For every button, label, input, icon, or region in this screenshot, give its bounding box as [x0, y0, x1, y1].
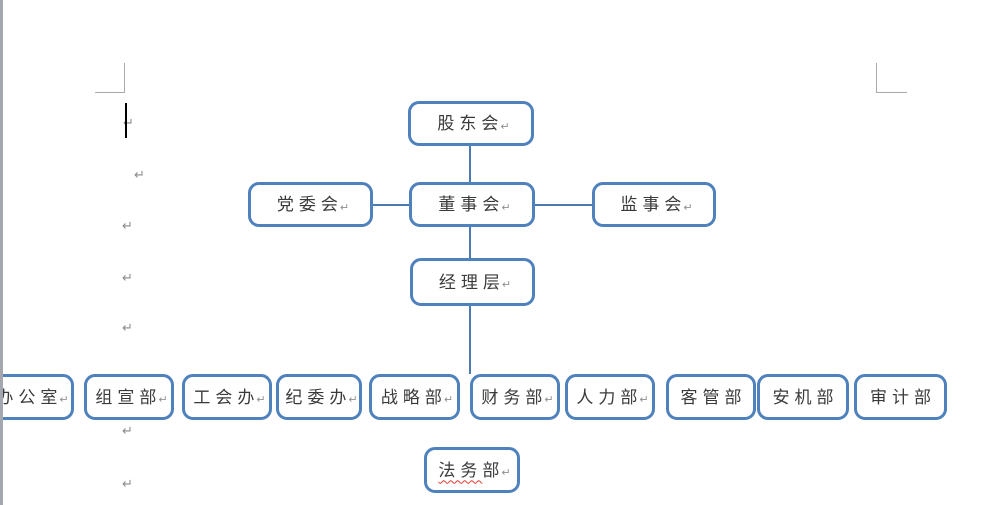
return-mark-icon: ↵ [501, 466, 511, 479]
org-node-label: 安机部 [772, 387, 839, 407]
return-mark-icon: ↵ [501, 278, 512, 291]
connector-management-to-depts [469, 305, 471, 374]
paragraph-mark-icon: ↵ [122, 477, 133, 492]
org-node-finance[interactable]: 财务部↵ [470, 374, 560, 420]
org-node-label: 经理层 [438, 272, 505, 292]
connector-shareholders-to-board [469, 146, 471, 183]
org-node-label: 办公室 [0, 387, 63, 407]
org-node-audit[interactable]: 审计部 [854, 374, 947, 420]
org-node-label: 法务部 [438, 460, 505, 480]
org-node-legal[interactable]: 法务部↵ [424, 447, 520, 493]
return-mark-icon: ↵ [683, 200, 693, 214]
spellcheck-squiggle: 法务 [438, 460, 483, 480]
org-node-label: 纪委办 [285, 387, 352, 407]
paragraph-mark-icon: ↵ [123, 116, 134, 131]
return-mark-icon: ↵ [256, 393, 266, 406]
return-mark-icon: ↵ [443, 393, 454, 406]
org-node-label: 审计部 [870, 387, 936, 407]
return-mark-icon: ↵ [501, 200, 511, 214]
text-cursor [125, 103, 127, 138]
text-margin-crop-mark-top-left [124, 63, 125, 93]
paragraph-mark-icon: ↵ [134, 168, 145, 183]
org-node-label: 工会办 [193, 387, 260, 407]
org-node-discipline-office[interactable]: 纪委办↵ [276, 374, 362, 420]
org-node-label: 股东会 [437, 114, 504, 133]
org-node-label: 客管部 [680, 387, 747, 407]
org-node-hr[interactable]: 人力部↵ [565, 374, 655, 420]
org-node-label: 组宣部 [95, 387, 162, 407]
paragraph-mark-icon: ↵ [122, 424, 133, 439]
connector-board-to-supervisory [535, 204, 593, 206]
connector-board-to-management [469, 227, 471, 259]
text-margin-crop-mark-top-right [876, 92, 907, 93]
org-node-label: 监事会 [620, 195, 687, 214]
org-node-label: 财务部 [481, 387, 548, 407]
org-node-management[interactable]: 经理层↵ [410, 258, 535, 306]
org-node-org-publicity[interactable]: 组宣部↵ [84, 374, 174, 420]
org-node-security-machinery[interactable]: 安机部 [757, 374, 849, 420]
return-mark-icon: ↵ [500, 119, 510, 133]
text-margin-crop-mark-top-right [876, 63, 877, 93]
org-node-label: 董事会 [438, 195, 505, 214]
org-node-label: 党委会 [276, 195, 343, 214]
org-node-supervisory-board[interactable]: 监事会↵ [592, 182, 716, 227]
return-mark-icon: ↵ [339, 200, 350, 214]
org-node-union-office[interactable]: 工会办↵ [182, 374, 272, 420]
org-node-shareholders[interactable]: 股东会↵ [408, 101, 534, 146]
org-node-label: 人力部 [576, 387, 643, 407]
paragraph-mark-icon: ↵ [122, 271, 133, 286]
org-node-strategy[interactable]: 战略部↵ [369, 374, 460, 420]
page-left-edge [0, 0, 3, 505]
return-mark-icon: ↵ [348, 393, 358, 406]
paragraph-mark-icon: ↵ [122, 321, 133, 336]
org-node-customer-mgmt[interactable]: 客管部 [666, 374, 756, 420]
org-node-board[interactable]: 董事会↵ [409, 182, 535, 227]
connector-party-to-board [373, 204, 410, 206]
org-node-general-office[interactable]: 办公室↵ [0, 374, 74, 420]
return-mark-icon: ↵ [59, 393, 69, 406]
return-mark-icon: ↵ [158, 393, 168, 406]
return-mark-icon: ↵ [544, 393, 554, 406]
org-node-label: 战略部 [380, 387, 447, 407]
text-margin-crop-mark-top-left [95, 92, 125, 93]
paragraph-mark-icon: ↵ [122, 219, 133, 234]
org-node-party-committee[interactable]: 党委会↵ [248, 182, 373, 227]
return-mark-icon: ↵ [639, 393, 649, 406]
